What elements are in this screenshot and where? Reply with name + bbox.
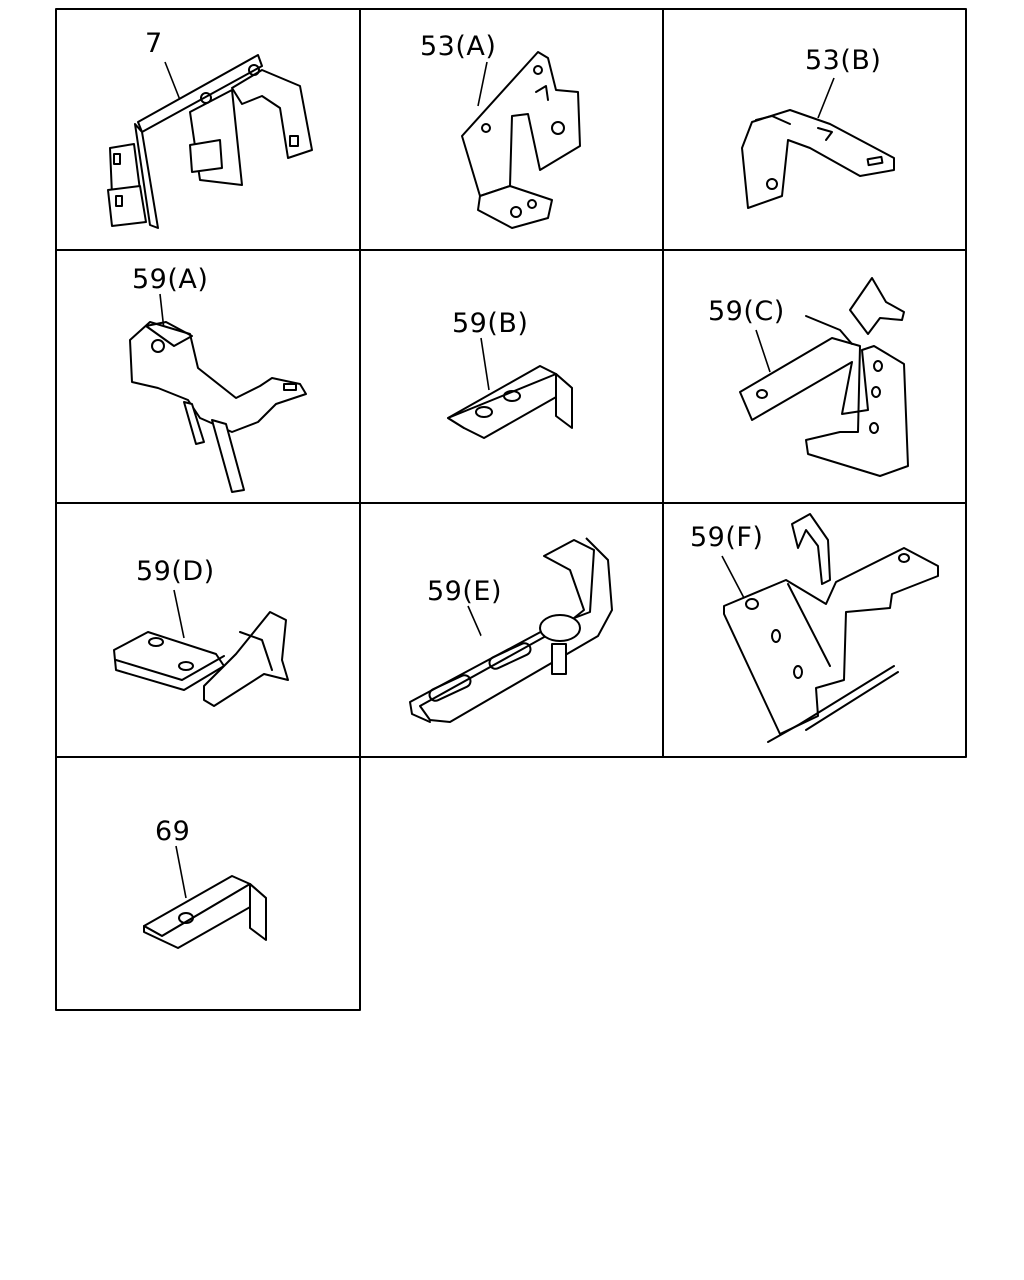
bracket-59f-hole [898, 553, 910, 563]
bracket-69-hole [178, 912, 194, 924]
bracket-59d-tab [239, 631, 273, 671]
bracket-59b-hole [503, 390, 521, 402]
bracket-53a-hole [551, 121, 565, 135]
bracket-53a-tab [535, 85, 549, 101]
leader-59f [721, 555, 745, 599]
bracket-53b-slot [866, 155, 884, 167]
bracket-59e-stud [551, 643, 567, 675]
bracket-59c-edge [805, 315, 853, 345]
label-part-59c: 59(C) [708, 296, 785, 327]
bracket-59c-hole [871, 386, 881, 398]
bracket-7-plate-left [134, 123, 159, 229]
bracket-53a-hole [510, 206, 522, 218]
bracket-59c-body [739, 337, 909, 477]
bracket-59d-hole [148, 637, 164, 647]
bracket-59c-hole [756, 389, 768, 399]
bracket-53a-hole [533, 65, 543, 75]
bracket-59a-leg [183, 401, 205, 445]
bracket-59d-hole [178, 661, 194, 671]
label-part-53a: 53(A) [420, 31, 497, 62]
bracket-59d-edge [115, 655, 225, 681]
bracket-59b-hole [475, 406, 493, 418]
bracket-59a-body [129, 321, 307, 433]
bracket-59c-hole [869, 422, 879, 434]
bracket-59f-fold [787, 583, 831, 667]
label-part-59e: 59(E) [427, 576, 502, 607]
bracket-59f-hole [793, 665, 803, 679]
bracket-7-slot [289, 135, 299, 147]
bracket-7-bar [137, 54, 263, 133]
bracket-59f-hook [791, 513, 831, 585]
grid-outline [55, 8, 967, 758]
bracket-53b-hole [766, 178, 778, 190]
bracket-59f-hole [771, 629, 781, 643]
bracket-7-hole [248, 64, 260, 76]
label-part-59d: 59(D) [136, 556, 215, 587]
leader-7 [164, 61, 181, 101]
bracket-7-hole [200, 92, 212, 104]
bracket-59b-side [555, 373, 573, 429]
bracket-59f-hole [745, 598, 759, 610]
bracket-59d-clip [203, 611, 289, 707]
bracket-59e-slot [488, 642, 532, 670]
bracket-7-slot [115, 195, 123, 207]
label-part-7: 7 [145, 28, 163, 59]
bracket-59b-flange [447, 373, 573, 439]
bracket-53b-body [741, 109, 895, 209]
bracket-59a-hole [151, 339, 165, 353]
bracket-53a-hole [527, 199, 537, 209]
bracket-53b-edge [755, 115, 791, 125]
label-part-59a: 59(A) [132, 264, 209, 295]
bracket-7-slot [113, 153, 121, 165]
grid-outline-row4 [55, 756, 361, 1011]
bracket-59a-slot [283, 383, 297, 391]
bracket-59a-box-top [145, 321, 193, 347]
bracket-59f-strip [767, 665, 899, 743]
bracket-59a-leg [211, 419, 245, 493]
leader-59a [159, 293, 165, 331]
bracket-59c-hook [849, 277, 905, 335]
label-part-59b: 59(B) [452, 308, 529, 339]
label-part-59f: 59(F) [690, 522, 764, 553]
bracket-69-side [249, 883, 267, 941]
bracket-59e-stud-head [539, 614, 581, 642]
label-part-53b: 53(B) [805, 45, 882, 76]
leader-69 [175, 845, 187, 899]
bracket-53a-hole [481, 123, 491, 133]
leader-59b [480, 337, 490, 391]
leader-59c [755, 329, 771, 373]
bracket-53b-tab [817, 127, 833, 141]
bracket-59e-slot [428, 674, 472, 702]
bracket-7-tab-mid [189, 139, 223, 173]
label-part-69: 69 [155, 816, 191, 847]
bracket-59e-edge [409, 701, 431, 723]
leader-59d [173, 589, 185, 639]
leader-53a [477, 61, 488, 107]
bracket-59c-hole [873, 360, 883, 372]
leader-53b [817, 77, 835, 119]
